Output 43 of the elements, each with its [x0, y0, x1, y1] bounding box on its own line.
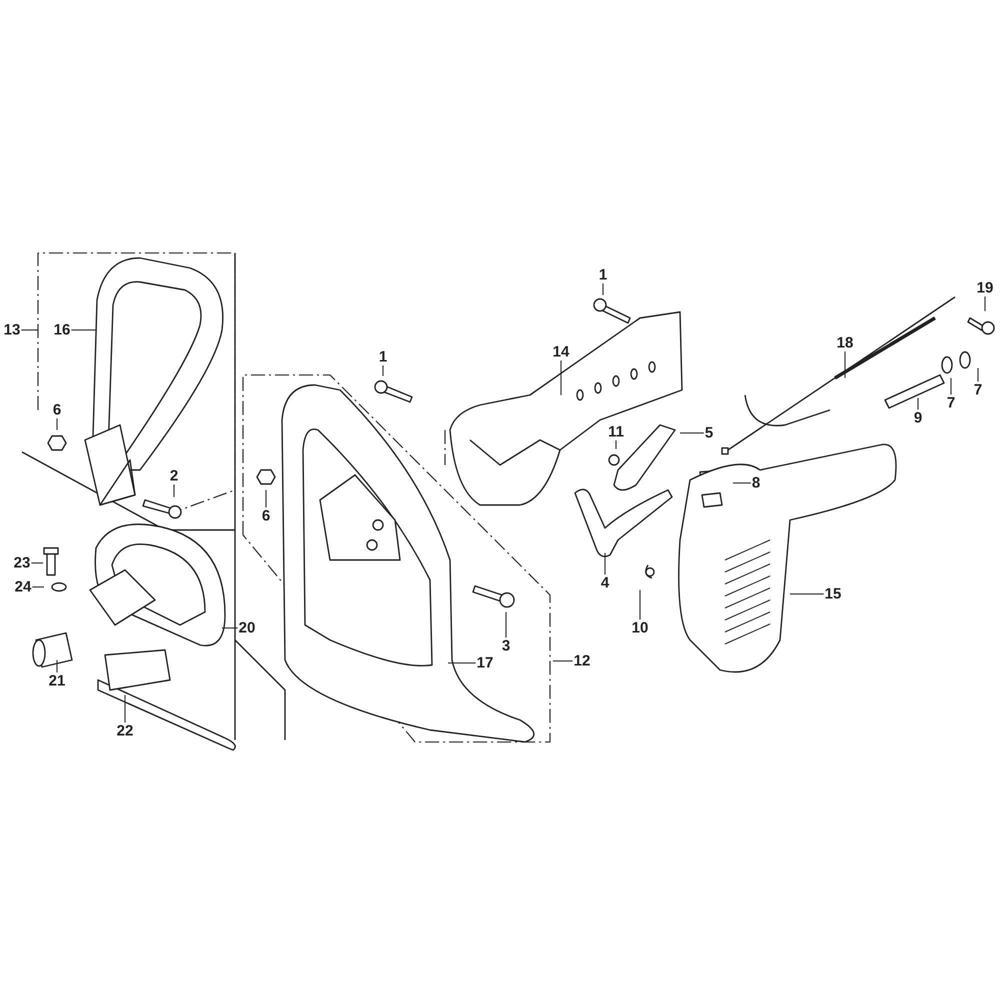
callout-number: 16: [52, 322, 72, 338]
callout-number: 18: [836, 334, 854, 352]
callout-number: 7: [972, 382, 984, 398]
callout-number: 9: [912, 410, 924, 426]
callout-number: 5: [704, 424, 714, 442]
leader-line: [732, 482, 752, 484]
callout-number: 2: [168, 468, 180, 484]
callout-number: 4: [600, 574, 610, 592]
callout-number: 1: [378, 348, 388, 366]
callout-number: 15: [824, 586, 842, 602]
callout-number: 8: [750, 474, 762, 492]
callout-number: 6: [52, 402, 62, 418]
callout-number: 7: [946, 394, 956, 412]
callout-number: 12: [572, 652, 592, 670]
leader-line: [984, 296, 986, 312]
callout-number: 1: [598, 266, 608, 284]
leader-line: [32, 586, 44, 588]
callout-number: 11: [607, 424, 625, 440]
leader-line: [560, 360, 562, 396]
leader-line: [844, 351, 846, 378]
callout-number: 23: [12, 554, 32, 572]
leader-line: [124, 694, 126, 723]
leader-line: [680, 432, 704, 434]
callout-number: 3: [500, 638, 512, 654]
leader-line: [950, 378, 952, 395]
leader-line: [382, 365, 384, 376]
leader-line: [552, 660, 574, 662]
leader-line: [602, 283, 604, 296]
callout-number: 17: [476, 654, 494, 672]
leader-line: [604, 552, 606, 575]
callout-number: 24: [14, 578, 32, 596]
leader-line: [56, 660, 58, 673]
callout-number: 22: [116, 722, 134, 740]
callout-number: 20: [238, 620, 256, 636]
callout-number: 21: [48, 672, 66, 690]
leader-line: [448, 662, 476, 664]
callout-number: 14: [552, 344, 570, 360]
leader-line: [30, 562, 44, 564]
callout-number: 13: [2, 322, 22, 338]
callout-number: 19: [976, 280, 994, 296]
leader-line: [56, 418, 58, 430]
callout-number: 6: [260, 508, 272, 524]
callout-number: 10: [630, 620, 650, 636]
